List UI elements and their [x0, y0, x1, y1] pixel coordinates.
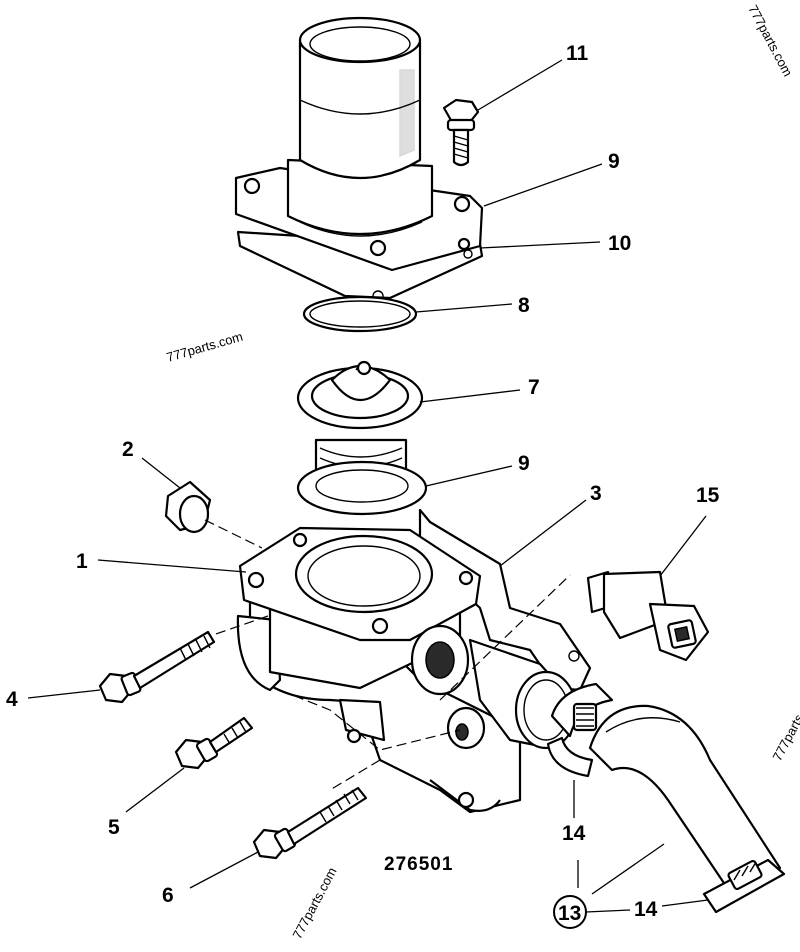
outlet-housing-10 — [234, 16, 484, 302]
callout-12: 11 — [566, 42, 589, 65]
bolt-6 — [252, 786, 368, 860]
callout-3: 3 — [590, 482, 602, 505]
sensor-15 — [586, 570, 710, 662]
callout-2: 2 — [122, 438, 134, 461]
callout-9: 9 — [518, 452, 530, 475]
callout-4: 4 — [6, 688, 18, 711]
callout-11: 10 — [608, 232, 631, 255]
callout-7: 7 — [528, 376, 540, 399]
callout-13-circle: 13 — [553, 895, 587, 929]
callout-13: 13 — [558, 902, 581, 925]
hose-clamp-14-lower — [702, 858, 786, 914]
thermostat-housing-1 — [236, 526, 578, 814]
callout-15: 15 — [696, 484, 720, 507]
callout-6: 6 — [162, 884, 174, 907]
callout-1: 1 — [76, 550, 88, 573]
plug-2 — [164, 480, 212, 534]
hose-13 — [588, 704, 782, 894]
callout-10: 9 — [608, 150, 620, 173]
callout-8: 8 — [518, 294, 530, 317]
bolt-5 — [174, 716, 254, 770]
watermark-left: 777parts.com — [165, 329, 245, 365]
bolt-4 — [98, 630, 216, 704]
watermark-right-edge: 777parts.com — [769, 687, 800, 764]
bolt-12 — [442, 98, 480, 167]
callout-14-upper: 14 — [562, 822, 586, 845]
watermark-top-right: 777parts.com — [745, 2, 795, 79]
o-ring-8 — [302, 295, 418, 333]
leader-lines — [27, 59, 709, 907]
drawing-number: 276501 — [384, 854, 453, 875]
callout-14-lower: 14 — [634, 898, 658, 921]
hose-clamp-14-upper — [546, 682, 614, 778]
watermark-center: 777parts.com — [289, 865, 339, 942]
callout-5: 5 — [108, 816, 120, 839]
